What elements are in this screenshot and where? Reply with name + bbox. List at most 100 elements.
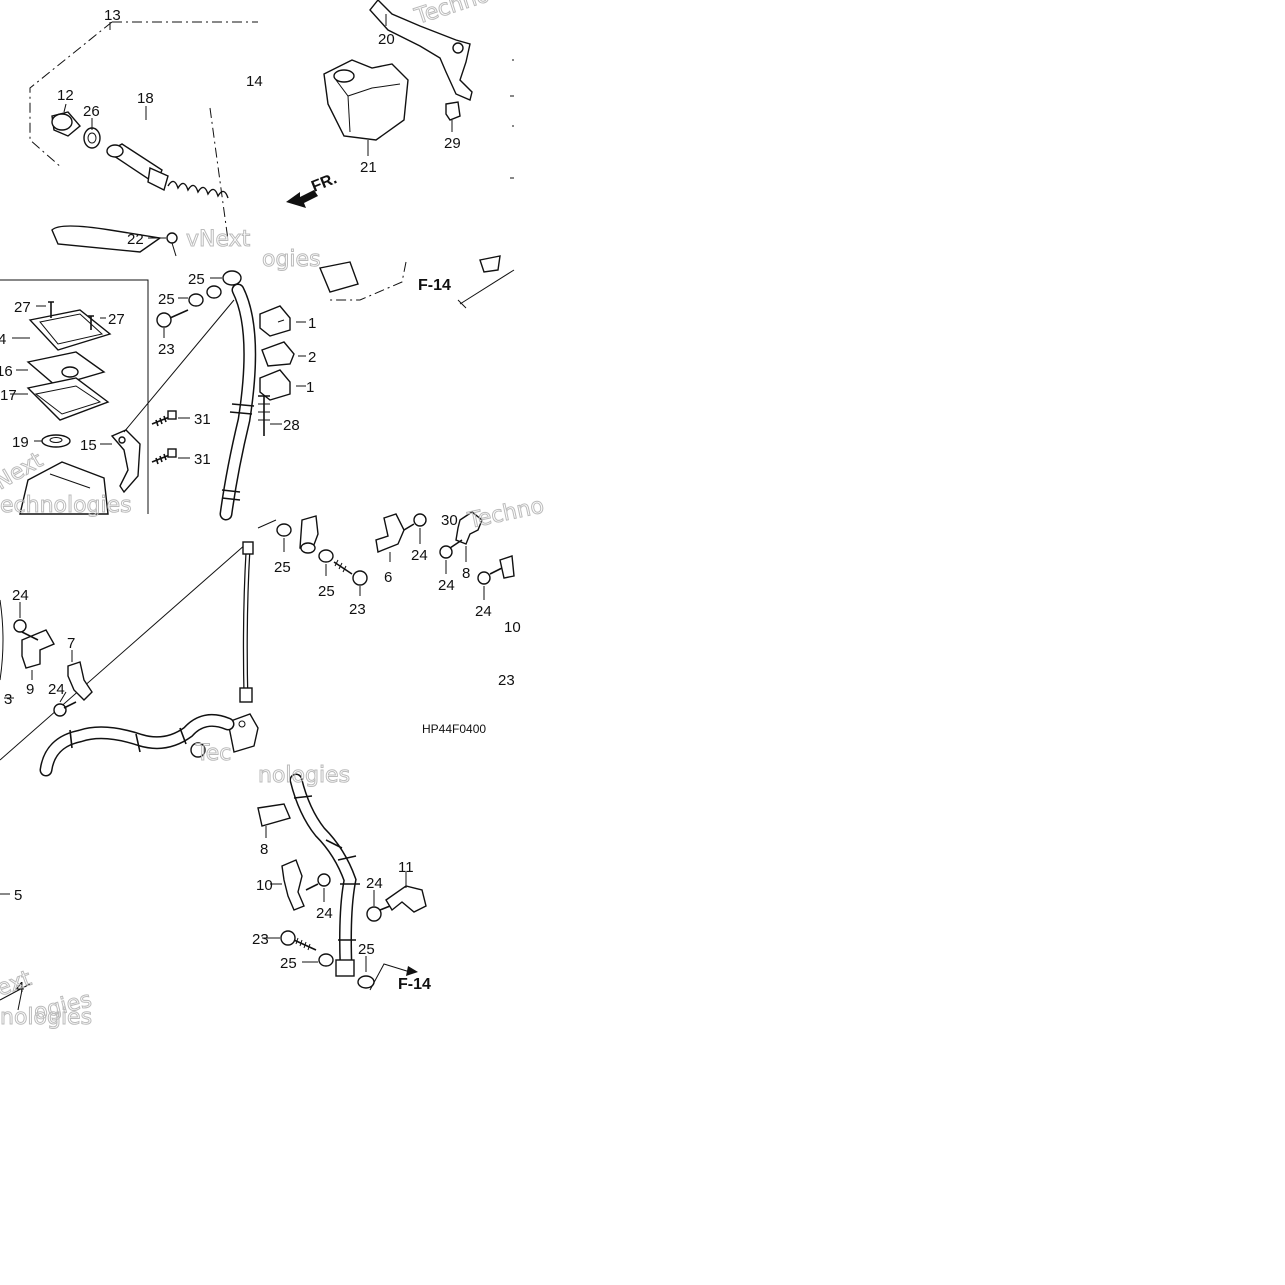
boot-cap-part xyxy=(51,111,81,137)
bolt-part xyxy=(53,701,77,717)
tile-lower-hoses: 24 7 9 24 3 Tec xyxy=(0,541,259,777)
label-9: 9 xyxy=(26,681,34,698)
stop-switch-part xyxy=(259,369,291,401)
tile-switches: 1 2 1 28 xyxy=(258,305,316,436)
lever-part xyxy=(369,0,473,101)
label-21: 21 xyxy=(360,159,377,176)
label-25a: 25 xyxy=(158,291,175,308)
label-8a: 8 xyxy=(462,565,470,582)
watermark-text: ext xyxy=(0,966,35,1002)
clamp-part xyxy=(13,619,55,669)
watermark-text: ogies xyxy=(262,247,321,272)
bolt-part xyxy=(439,539,515,585)
label-14-partial: 14 xyxy=(246,73,263,90)
watermark-text: Tec xyxy=(195,741,231,766)
master-cylinder-body-part xyxy=(19,461,109,515)
bolt-part xyxy=(403,513,427,531)
label-3: 3 xyxy=(4,691,12,708)
label-24c: 24 xyxy=(411,547,428,564)
washer-part xyxy=(318,953,375,989)
stop-switch-part xyxy=(259,305,291,337)
watermark-text: echnologies xyxy=(0,493,132,518)
label-24f: 24 xyxy=(316,905,333,922)
label-13: 13 xyxy=(104,7,121,24)
label-26: 26 xyxy=(83,103,100,120)
label-20: 20 xyxy=(378,31,395,48)
tile-reservoir-lever: FR. 20 21 29 F-14 Techno ogies xyxy=(262,0,515,309)
tile-master-cylinder-internals: 13 12 26 18 22 14 vNext xyxy=(29,7,263,257)
label-25e: 25 xyxy=(280,955,297,972)
front-direction-arrow: FR. xyxy=(286,170,339,208)
holder-part xyxy=(110,429,141,494)
washer-part xyxy=(318,549,334,563)
label-25f: 25 xyxy=(358,941,375,958)
label-17: 17 xyxy=(0,387,17,404)
pivot-bolt-part xyxy=(166,232,178,257)
label-16: 16 xyxy=(0,363,13,380)
watermark-text: nologies xyxy=(258,763,350,788)
tile-master-cylinder-body: 27 27 4 16 17 19 15 31 31 25 25 23 Next … xyxy=(0,270,257,521)
brake-pipe-part xyxy=(239,541,254,703)
label-1b: 1 xyxy=(306,379,314,396)
label-28: 28 xyxy=(283,417,300,434)
banjo-bolt-part xyxy=(156,270,242,328)
label-31b: 31 xyxy=(194,451,211,468)
label-25b: 25 xyxy=(188,271,205,288)
label-5: 5 xyxy=(14,887,22,904)
diaphragm-part xyxy=(26,377,110,421)
reservoir-part xyxy=(323,59,409,141)
label-30: 30 xyxy=(441,512,458,529)
label-23c: 23 xyxy=(498,672,515,689)
label-23: 23 xyxy=(158,341,175,358)
label-2: 2 xyxy=(308,349,316,366)
hose-end-part xyxy=(299,515,319,554)
label-18: 18 xyxy=(137,90,154,107)
watermark-text: nologies xyxy=(0,1005,92,1030)
three-way-joint-part xyxy=(227,713,259,753)
clamp-part xyxy=(455,511,483,545)
label-10-partial: 10 xyxy=(504,619,521,636)
tile-bottom-left: 5 4 ext ogies nologies xyxy=(0,887,95,1031)
clamp-part xyxy=(366,885,427,922)
label-25c: 25 xyxy=(274,559,291,576)
screw-part xyxy=(48,301,94,330)
label-7: 7 xyxy=(67,635,75,652)
reservoir-cover-part xyxy=(28,309,112,351)
screw-part xyxy=(258,395,270,436)
frame-ref-label-top: F-14 xyxy=(418,277,451,294)
label-24a: 24 xyxy=(12,587,29,604)
watermark-text: Techno xyxy=(465,493,546,534)
frame-ref-label-bottom: F-14 xyxy=(398,976,431,993)
bolt-part xyxy=(305,873,331,891)
label-29: 29 xyxy=(444,135,461,152)
label-4: 4 xyxy=(0,331,6,348)
washer-part xyxy=(41,434,71,448)
clamp-part xyxy=(67,661,93,701)
banjo-bolt-part xyxy=(333,559,368,586)
banjo-bolt-part xyxy=(190,742,206,758)
label-12: 12 xyxy=(57,87,74,104)
reservoir-cap-part xyxy=(445,101,461,121)
tile-right-fittings: 25 25 23 6 24 30 24 8 24 10 23 HP44F0400… xyxy=(257,493,547,736)
label-6: 6 xyxy=(384,569,392,586)
clamp-part xyxy=(375,513,405,553)
label-22: 22 xyxy=(127,231,144,248)
clamp-part xyxy=(281,859,305,911)
switch-bracket-part xyxy=(261,341,295,367)
label-19: 19 xyxy=(12,434,29,451)
label-24e: 24 xyxy=(475,603,492,620)
bolt-part xyxy=(151,410,177,465)
label-10-partial-b: 10 xyxy=(256,877,273,894)
watermark-text: vNext xyxy=(186,227,251,252)
brake-lever-part xyxy=(51,225,162,253)
label-24d: 24 xyxy=(438,577,455,594)
front-direction-label: FR. xyxy=(309,170,339,195)
label-25d: 25 xyxy=(318,583,335,600)
washer-part xyxy=(276,523,292,537)
watermark-text: Techno xyxy=(411,0,493,30)
brake-hose-part xyxy=(289,773,360,977)
circlip-part xyxy=(83,127,101,149)
label-27b: 27 xyxy=(108,311,125,328)
